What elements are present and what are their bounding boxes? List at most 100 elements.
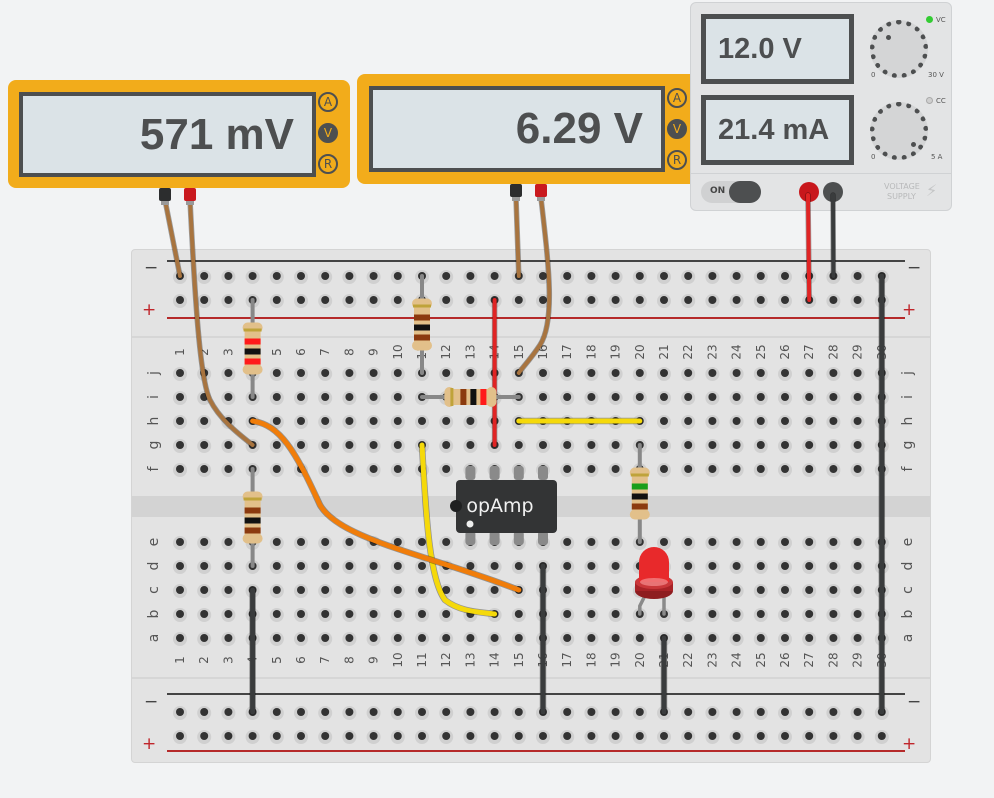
hole-bp24[interactable]	[732, 732, 741, 740]
hole-bm23[interactable]	[708, 708, 717, 716]
power-switch[interactable]: ON	[701, 181, 761, 203]
hole-f1[interactable]	[176, 465, 184, 473]
hole-tm6[interactable]	[297, 272, 305, 280]
hole-bp27[interactable]	[805, 732, 814, 740]
hole-f7[interactable]	[321, 465, 330, 473]
hole-a20[interactable]	[635, 634, 644, 642]
hole-i25[interactable]	[756, 393, 765, 401]
hole-j23[interactable]	[708, 369, 717, 377]
hole-bp22[interactable]	[684, 732, 693, 740]
hole-j27[interactable]	[805, 369, 814, 377]
hole-bm8[interactable]	[345, 708, 354, 716]
hole-e23[interactable]	[708, 538, 717, 546]
hole-d9[interactable]	[369, 562, 378, 570]
hole-d3[interactable]	[224, 562, 233, 570]
hole-i27[interactable]	[805, 393, 814, 401]
hole-tm19[interactable]	[611, 272, 620, 280]
hole-i9[interactable]	[369, 393, 378, 401]
hole-c11[interactable]	[418, 586, 426, 594]
hole-e12[interactable]	[442, 538, 451, 546]
hole-f9[interactable]	[369, 465, 378, 473]
hole-bp14[interactable]	[490, 732, 499, 740]
hole-g25[interactable]	[756, 441, 765, 449]
hole-bm27[interactable]	[805, 708, 814, 716]
hole-h1[interactable]	[176, 417, 184, 425]
hole-bp2[interactable]	[200, 732, 209, 740]
hole-i7[interactable]	[321, 393, 330, 401]
hole-i16[interactable]	[539, 393, 547, 401]
hole-g29[interactable]	[853, 441, 862, 449]
hole-h27[interactable]	[805, 417, 814, 425]
hole-a14[interactable]	[490, 634, 499, 642]
hole-a27[interactable]	[805, 634, 814, 642]
hole-tm17[interactable]	[563, 272, 572, 280]
hole-d15[interactable]	[514, 562, 523, 570]
multimeter-1[interactable]: 571 mV A V R	[8, 80, 350, 188]
voltage-knob[interactable]	[870, 20, 928, 78]
hole-f25[interactable]	[756, 465, 765, 473]
hole-a8[interactable]	[345, 634, 354, 642]
hole-tp7[interactable]	[321, 296, 330, 304]
meter2-black-probe-wire[interactable]	[514, 196, 521, 278]
hole-h2[interactable]	[200, 417, 209, 425]
hole-b3[interactable]	[224, 610, 233, 618]
hole-bm2[interactable]	[200, 708, 209, 716]
hole-g18[interactable]	[587, 441, 596, 449]
current-knob[interactable]	[870, 102, 928, 160]
hole-j16[interactable]	[539, 369, 547, 377]
meter1-red-probe-wire[interactable]	[188, 198, 255, 447]
hole-a17[interactable]	[563, 634, 572, 642]
hole-b8[interactable]	[345, 610, 354, 618]
hole-bp1[interactable]	[176, 732, 184, 740]
hole-tm24[interactable]	[732, 272, 741, 280]
hole-f18[interactable]	[587, 465, 596, 473]
hole-d2[interactable]	[200, 562, 209, 570]
hole-bp5[interactable]	[272, 732, 281, 740]
hole-c26[interactable]	[781, 586, 789, 594]
led[interactable]	[635, 547, 673, 616]
hole-f19[interactable]	[611, 465, 620, 473]
power-supply[interactable]: 12.0 V 21.4 mA 0 30 V 0 5 A VC CC ON VOL…	[690, 2, 952, 211]
hole-bm11[interactable]	[418, 708, 426, 716]
hole-bm20[interactable]	[635, 708, 644, 716]
hole-a25[interactable]	[756, 634, 765, 642]
hole-c23[interactable]	[708, 586, 717, 594]
hole-tp28[interactable]	[829, 296, 838, 304]
hole-e1[interactable]	[176, 538, 184, 546]
hole-j25[interactable]	[756, 369, 765, 377]
hole-a3[interactable]	[224, 634, 233, 642]
hole-b24[interactable]	[732, 610, 741, 618]
hole-tp6[interactable]	[297, 296, 305, 304]
hole-e3[interactable]	[224, 538, 233, 546]
hole-tm9[interactable]	[369, 272, 378, 280]
hole-bm10[interactable]	[393, 708, 402, 716]
hole-tm18[interactable]	[587, 272, 596, 280]
hole-d26[interactable]	[781, 562, 789, 570]
hole-d25[interactable]	[756, 562, 765, 570]
hole-c3[interactable]	[224, 586, 233, 594]
hole-e7[interactable]	[321, 538, 330, 546]
hole-e5[interactable]	[272, 538, 281, 546]
hole-tm13[interactable]	[466, 272, 475, 280]
hole-e28[interactable]	[829, 538, 838, 546]
hole-c19[interactable]	[611, 586, 620, 594]
hole-b1[interactable]	[176, 610, 184, 618]
hole-tp25[interactable]	[756, 296, 765, 304]
hole-a5[interactable]	[272, 634, 281, 642]
hole-g27[interactable]	[805, 441, 814, 449]
hole-j24[interactable]	[732, 369, 741, 377]
hole-j6[interactable]	[297, 369, 305, 377]
hole-e26[interactable]	[781, 538, 789, 546]
hole-b27[interactable]	[805, 610, 814, 618]
hole-e19[interactable]	[611, 538, 620, 546]
hole-bp19[interactable]	[611, 732, 620, 740]
hole-bp6[interactable]	[297, 732, 305, 740]
hole-bm26[interactable]	[781, 708, 789, 716]
hole-i18[interactable]	[587, 393, 596, 401]
hole-bp30[interactable]	[877, 732, 886, 740]
hole-tp18[interactable]	[587, 296, 596, 304]
hole-b2[interactable]	[200, 610, 209, 618]
hole-d24[interactable]	[732, 562, 741, 570]
hole-j17[interactable]	[563, 369, 572, 377]
hole-f12[interactable]	[442, 465, 451, 473]
